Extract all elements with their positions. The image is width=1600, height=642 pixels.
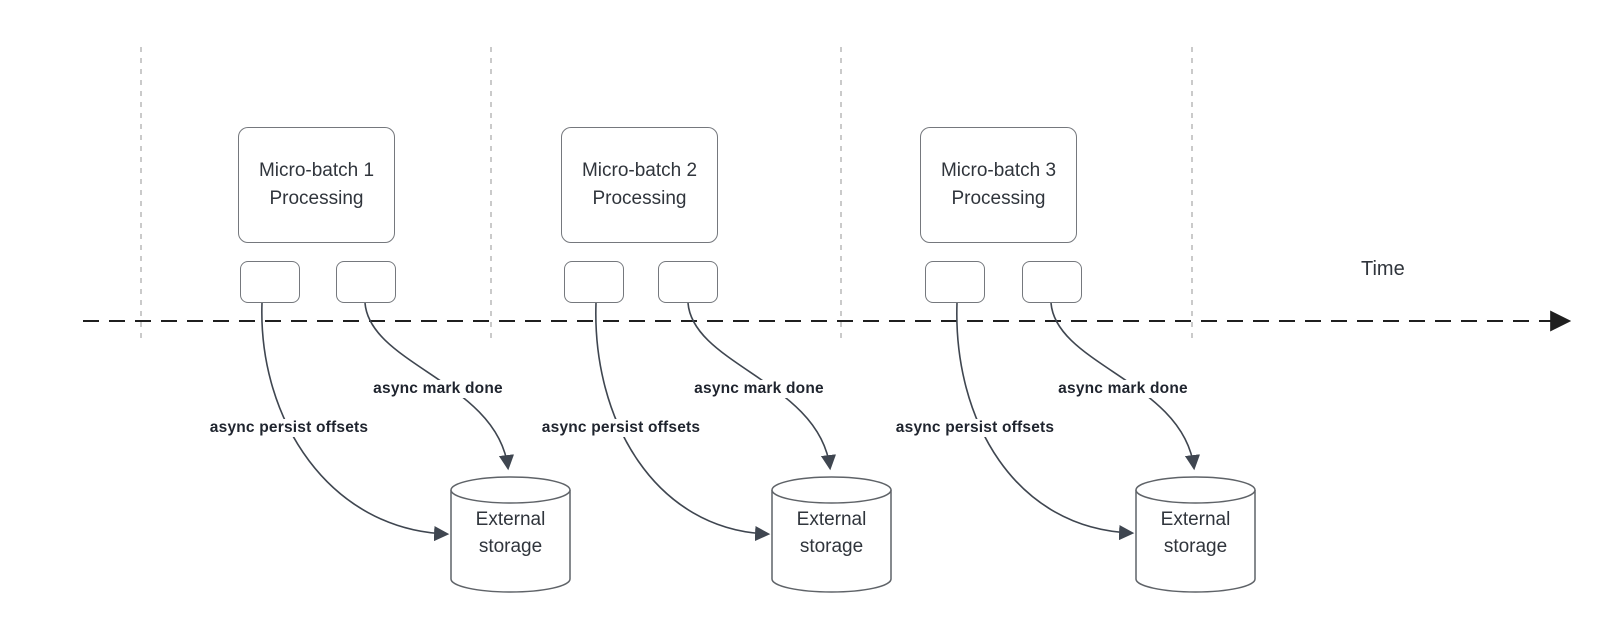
persist-offsets-arrow-1 — [261, 302, 450, 542]
done-task-box-3 — [1022, 261, 1082, 303]
mark-done-arrow-2 — [687, 302, 837, 471]
done-task-box-2 — [658, 261, 718, 303]
mark-done-label-1: async mark done — [370, 380, 506, 398]
persist-offsets-label-3: async persist offsets — [892, 419, 1058, 437]
storage-cylinder-2 — [771, 476, 892, 593]
persist-task-box-3 — [925, 261, 985, 303]
mark-done-arrow-3 — [1050, 302, 1201, 471]
micro-batch-2-box: Micro-batch 2 Processing — [561, 127, 718, 243]
time-axis-label: Time — [1361, 258, 1405, 280]
mark-done-arrow-1 — [364, 302, 515, 471]
persist-task-box-2 — [564, 261, 624, 303]
storage-cylinder-top — [450, 476, 571, 504]
storage-label-1: External storage — [475, 509, 546, 557]
persist-offsets-arrow-3 — [956, 302, 1135, 541]
persist-offsets-arrow-2 — [595, 302, 771, 542]
micro-batch-2-title: Micro-batch 2 Processing — [581, 160, 698, 209]
storage-cylinder-body — [450, 490, 571, 593]
storage-label-3: External storage — [1160, 509, 1231, 557]
storage-cylinder-3 — [1135, 476, 1256, 593]
micro-batch-3-box: Micro-batch 3 Processing — [920, 127, 1077, 243]
storage-cylinder-body — [1135, 490, 1256, 593]
storage-cylinder-top — [1135, 476, 1256, 504]
micro-batch-3-title: Micro-batch 3 Processing — [940, 160, 1057, 209]
mark-done-label-3: async mark done — [1055, 380, 1191, 398]
micro-batch-1-title: Micro-batch 1 Processing — [258, 160, 375, 209]
persist-task-box-1 — [240, 261, 300, 303]
done-task-box-1 — [336, 261, 396, 303]
storage-cylinder-1 — [450, 476, 571, 593]
persist-offsets-label-1: async persist offsets — [206, 419, 372, 437]
persist-offsets-label-2: async persist offsets — [538, 419, 704, 437]
storage-label-2: External storage — [796, 509, 867, 557]
micro-batch-1-box: Micro-batch 1 Processing — [238, 127, 395, 243]
mark-done-label-2: async mark done — [691, 380, 827, 398]
storage-cylinder-body — [771, 490, 892, 593]
storage-cylinder-top — [771, 476, 892, 504]
